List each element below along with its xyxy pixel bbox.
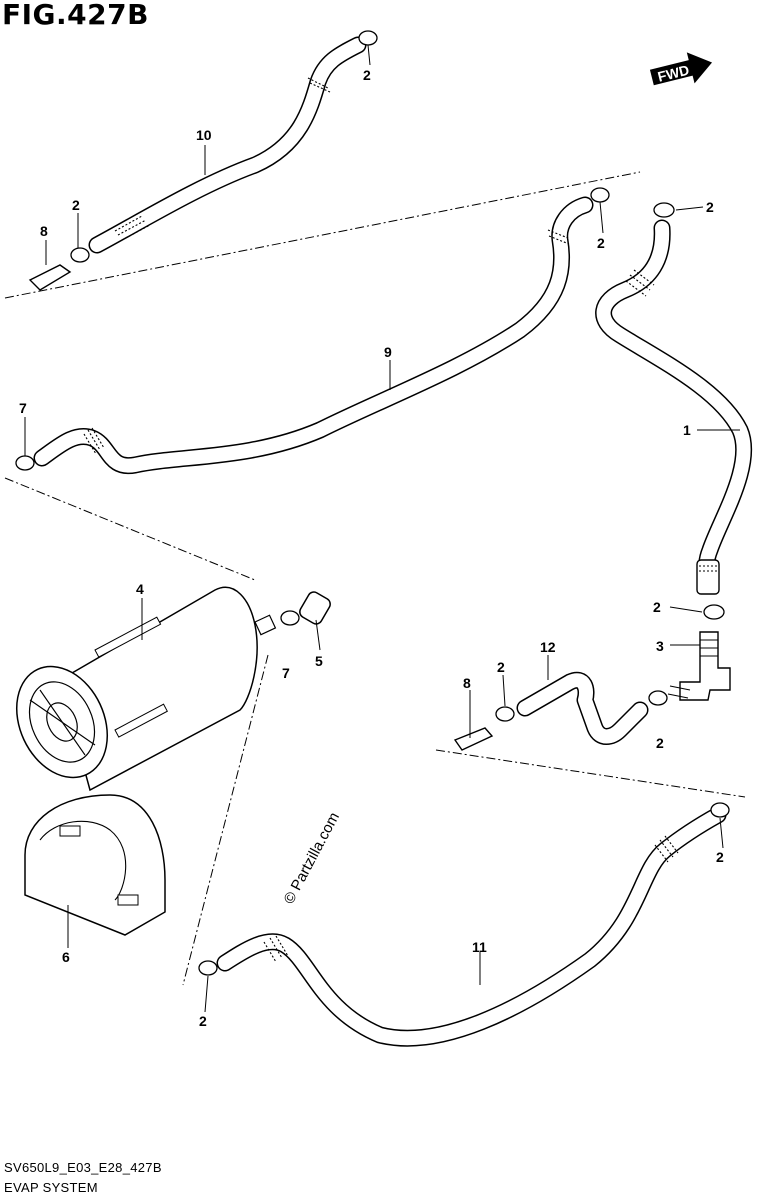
callout-2c: 2: [597, 235, 605, 251]
callout-7a: 7: [19, 400, 27, 416]
fitting-8-upper[interactable]: [28, 264, 72, 291]
callout-6: 6: [62, 949, 70, 965]
fwd-label: FWD: [656, 62, 691, 85]
figure-title: FIG.427B: [2, 0, 149, 31]
hose-12[interactable]: [516, 671, 649, 745]
watermark: © Partzilla.com: [281, 810, 343, 907]
callout-10: 10: [196, 127, 212, 143]
callout-3: 3: [656, 638, 664, 654]
callout-2e: 2: [653, 599, 661, 615]
model-code: SV650L9_E03_E28_427B: [4, 1160, 162, 1175]
callout-11: 11: [472, 939, 487, 955]
callout-4: 4: [136, 581, 144, 597]
callout-2i: 2: [199, 1013, 207, 1029]
callout-2f: 2: [497, 659, 505, 675]
cap[interactable]: [298, 590, 333, 626]
callout-2h: 2: [716, 849, 724, 865]
callout-labels: 2 10 8 2 2 2 9 7 1 4 7 5 2 3 12 2 8 2 2 …: [19, 67, 724, 1029]
fwd-arrow-icon: FWD: [649, 52, 713, 86]
callout-2b: 2: [72, 197, 80, 213]
callout-2d: 2: [706, 199, 714, 215]
fitting-8-lower[interactable]: [453, 727, 494, 751]
canister[interactable]: [0, 586, 277, 792]
callout-5: 5: [315, 653, 323, 669]
callout-7b: 7: [282, 665, 290, 681]
elbow-joint[interactable]: [667, 631, 731, 701]
callout-2g: 2: [656, 735, 664, 751]
section-name: EVAP SYSTEM: [4, 1180, 98, 1195]
callout-8b: 8: [463, 675, 471, 691]
hose-1[interactable]: [595, 219, 753, 595]
hose-11[interactable]: [216, 806, 727, 1047]
hose-10[interactable]: [88, 36, 367, 254]
canister-bracket[interactable]: [24, 794, 166, 936]
leader-lines: [24, 44, 740, 1013]
hose-9[interactable]: [33, 196, 594, 475]
callout-12: 12: [540, 639, 556, 655]
callout-8a: 8: [40, 223, 48, 239]
guide-lines: [4, 171, 746, 986]
callout-1: 1: [683, 422, 691, 438]
callout-9: 9: [384, 344, 392, 360]
callout-2a: 2: [363, 67, 371, 83]
